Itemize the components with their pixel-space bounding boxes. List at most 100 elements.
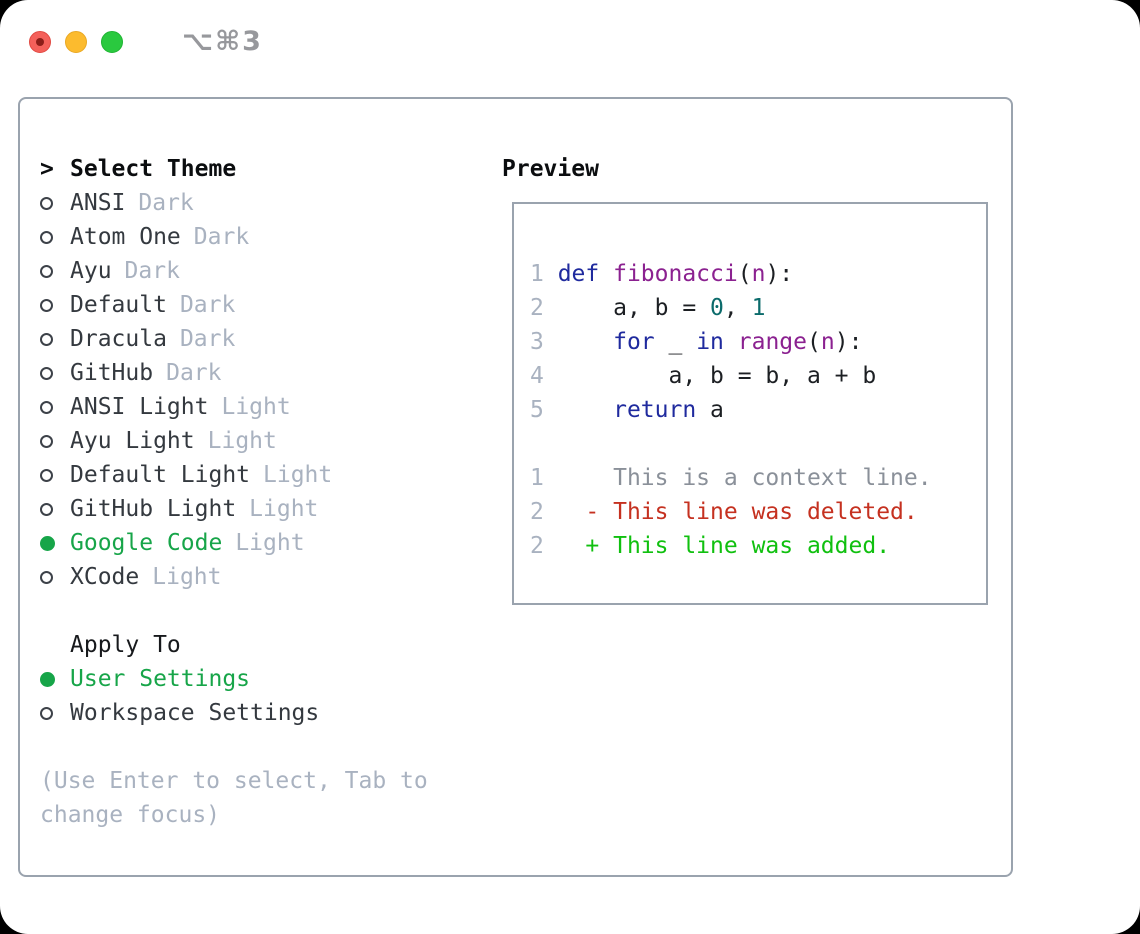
theme-option-ayu-light[interactable]: Ayu Light Light — [40, 424, 428, 458]
radio-bullet — [40, 366, 70, 380]
radio-bullet — [40, 434, 70, 448]
cursor-arrow-icon: > — [40, 156, 54, 182]
theme-variant-label: Light — [152, 564, 222, 590]
theme-variant-label: Dark — [124, 258, 180, 284]
radio-icon — [40, 230, 53, 244]
radio-icon — [40, 196, 53, 210]
hint-line-2: change focus) — [40, 802, 221, 828]
line-number: 1 — [530, 261, 558, 287]
radio-selected-icon — [40, 671, 55, 687]
theme-option-label: Default — [70, 292, 167, 318]
theme-option-label: Atom One — [70, 224, 181, 250]
apply-option-label: User Settings — [70, 666, 251, 692]
theme-variant-label: Light — [263, 462, 333, 488]
line-number: 2 — [530, 295, 558, 321]
apply-to-header: Apply To — [40, 628, 428, 662]
radio-bullet — [40, 468, 70, 482]
hint-text: (Use Enter to select, Tab to change focu… — [40, 764, 428, 832]
preview-header: Preview — [502, 152, 988, 186]
diff-line: 1 This is a context line. — [530, 465, 932, 491]
code-line: 2 a, b = 0, 1 — [530, 295, 766, 321]
radio-bullet — [40, 671, 70, 687]
theme-option-label: ANSI — [70, 190, 126, 216]
radio-icon — [40, 332, 53, 346]
radio-bullet — [40, 502, 70, 516]
preview-box: 1 def fibonacci(n): 2 a, b = 0, 1 3 for _ … — [512, 202, 988, 605]
theme-option-label: XCode — [70, 564, 140, 590]
line-number: 1 — [530, 465, 558, 491]
theme-option-ansi-light[interactable]: ANSI Light Light — [40, 390, 428, 424]
theme-option-xcode[interactable]: XCode Light — [40, 560, 428, 594]
theme-option-default-light[interactable]: Default Light Light — [40, 458, 428, 492]
line-number: 2 — [530, 533, 558, 559]
radio-bullet — [40, 298, 70, 312]
theme-option-label: Dracula — [70, 326, 167, 352]
code-line: 3 for _ in range(n): — [530, 329, 863, 355]
radio-icon — [40, 706, 53, 720]
preview-title: Preview — [502, 156, 599, 182]
radio-icon — [40, 434, 53, 448]
apply-to-title: Apply To — [70, 632, 181, 658]
code-line: 1 def fibonacci(n): — [530, 261, 794, 287]
radio-selected-icon — [40, 535, 55, 551]
radio-bullet — [40, 400, 70, 414]
theme-option-github[interactable]: GitHub Dark — [40, 356, 428, 390]
code-line: 4 a, b = b, a + b — [530, 363, 877, 389]
theme-variant-label: Light — [207, 428, 277, 454]
radio-bullet — [40, 535, 70, 551]
spacer — [40, 730, 428, 764]
theme-option-atom-one[interactable]: Atom One Dark — [40, 220, 428, 254]
spacer — [40, 594, 428, 628]
theme-option-dracula[interactable]: Dracula Dark — [40, 322, 428, 356]
theme-option-label: Default Light — [70, 462, 251, 488]
apply-option-label: Workspace Settings — [70, 700, 320, 726]
radio-icon — [40, 468, 53, 482]
titlebar: ⌥⌘3 — [29, 26, 263, 57]
code-preview: 1 def fibonacci(n): 2 a, b = 0, 1 3 for _ … — [514, 204, 986, 563]
theme-option-default[interactable]: Default Dark — [40, 288, 428, 322]
zoom-button[interactable] — [101, 30, 123, 53]
line-number: 4 — [530, 363, 558, 389]
radio-icon — [40, 366, 53, 380]
theme-option-label: ANSI Light — [70, 394, 209, 420]
apply-option-user-settings[interactable]: User Settings — [40, 662, 428, 696]
line-number: 2 — [530, 499, 558, 525]
apply-option-workspace-settings[interactable]: Workspace Settings — [40, 696, 428, 730]
theme-option-label: GitHub Light — [70, 496, 237, 522]
radio-bullet — [40, 706, 70, 720]
preview-column: Preview 1 def fibonacci(n): 2 a, b = 0, 1… — [502, 152, 988, 605]
theme-variant-label: Dark — [193, 224, 250, 250]
theme-variant-label: Dark — [179, 292, 236, 318]
radio-bullet — [40, 332, 70, 346]
theme-variant-label: Dark — [166, 360, 222, 386]
radio-bullet — [40, 570, 70, 584]
window-title: ⌥⌘3 — [182, 26, 263, 57]
theme-option-label: Google Code — [70, 530, 223, 556]
theme-variant-label: Dark — [179, 326, 236, 352]
radio-bullet — [40, 264, 70, 278]
close-button[interactable] — [29, 30, 51, 53]
theme-option-label: Ayu Light — [70, 428, 195, 454]
theme-variant-label: Light — [221, 394, 291, 420]
radio-bullet — [40, 196, 70, 210]
line-number: 5 — [530, 397, 558, 423]
line-number: 3 — [530, 329, 558, 355]
diff-line: 2 - This line was deleted. — [530, 499, 918, 525]
radio-icon — [40, 502, 53, 516]
select-theme-header: > Select Theme — [40, 152, 428, 186]
close-dot-icon — [36, 37, 44, 46]
radio-icon — [40, 400, 53, 414]
theme-option-label: GitHub — [70, 360, 154, 386]
radio-bullet — [40, 230, 70, 244]
minimize-button[interactable] — [65, 30, 87, 53]
code-blank-line — [530, 427, 986, 461]
select-theme-title: Select Theme — [70, 156, 237, 182]
